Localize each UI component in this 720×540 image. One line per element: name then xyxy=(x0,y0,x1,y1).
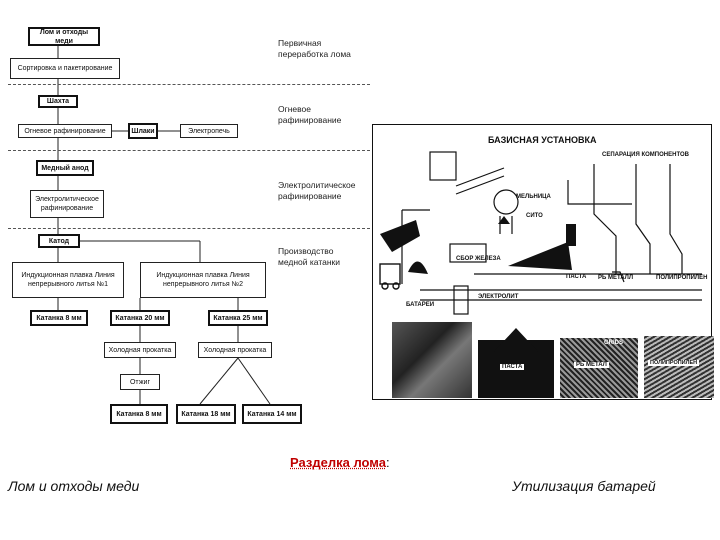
flowchart-connectors xyxy=(57,46,271,405)
photo-label-grids: GRIDS xyxy=(604,340,624,346)
node-rod-25: Катанка 25 мм xyxy=(208,310,268,326)
node-rod-20: Катанка 20 мм xyxy=(110,310,170,326)
node-shaft: Шахта xyxy=(38,95,78,108)
node-fire-refining: Огневое рафинирование xyxy=(18,124,112,138)
photo-label-paste: ПАСТА xyxy=(500,364,525,370)
label-batteries: БАТАРЕИ xyxy=(406,302,435,308)
node-cathode: Катод xyxy=(38,234,80,248)
stage-divider xyxy=(8,228,370,229)
caption-right: Утилизация батарей xyxy=(512,478,656,494)
label-mill: МЕЛЬНИЦА xyxy=(516,194,551,200)
node-cold-rolling-2: Холодная прокатка xyxy=(198,342,272,358)
node-electric-furnace: Электропечь xyxy=(180,124,238,138)
node-induction-2: Индукционная плавка Линия непрерывного л… xyxy=(140,262,266,298)
label-electrolyte: ЭЛЕКТРОЛИТ xyxy=(478,294,519,300)
node-electrolytic-refining: Электролитическое рафинирование xyxy=(30,190,104,218)
node-cold-rolling-1: Холодная прокатка xyxy=(104,342,176,358)
plant-title: БАЗИСНАЯ УСТАНОВКА xyxy=(488,135,597,145)
caption-center-colon: : xyxy=(385,455,390,470)
node-annealing: Отжиг xyxy=(120,374,160,390)
stage-electrolytic: Электролитическое рафинирование xyxy=(278,180,356,201)
label-sito: СИТО xyxy=(526,213,543,219)
stage-divider xyxy=(8,150,370,151)
label-paste: ПАСТА xyxy=(566,274,587,280)
photo-facility xyxy=(392,322,472,398)
node-copper-anode: Медный анод xyxy=(36,160,94,176)
node-out-18: Катанка 18 мм xyxy=(176,404,236,424)
stage-divider xyxy=(8,84,370,85)
stage-primary: Первичная переработка лома xyxy=(278,38,351,59)
caption-center: Разделка лома: xyxy=(290,455,390,470)
photo-polypropylene: ПОЛИПРОПИЛЕН xyxy=(644,336,714,398)
node-rod-8: Катанка 8 мм xyxy=(30,310,88,326)
node-slags: Шлаки xyxy=(128,123,158,139)
photo-label-polypropylene: ПОЛИПРОПИЛЕН xyxy=(648,360,700,366)
node-induction-1: Индукционная плавка Линия непрерывного л… xyxy=(12,262,124,298)
photo-label-pb-metal: PЬ МЕТАЛ xyxy=(574,362,609,368)
node-scrap: Лом и отходы меди xyxy=(28,27,100,46)
caption-left: Лом и отходы меди xyxy=(8,478,140,494)
node-sorting: Сортировка и пакетирование xyxy=(10,58,120,79)
photo-grids: GRIDS PЬ МЕТАЛ xyxy=(560,338,638,398)
stage-fire: Огневое рафинирование xyxy=(278,104,342,125)
label-separation: СЕПАРАЦИЯ КОМПОНЕНТОВ xyxy=(602,152,689,158)
caption-center-title: Разделка лома xyxy=(290,455,386,470)
node-out-8: Катанка 8 мм xyxy=(110,404,168,424)
stage-rod-production: Производство медной катанки xyxy=(278,246,341,267)
node-out-14: Катанка 14 мм xyxy=(242,404,302,424)
label-pb-metal: PЬ МЕТАЛЛ xyxy=(598,275,634,281)
label-polypropylene: ПОЛИПРОПИЛЕН xyxy=(656,275,708,281)
label-iron-collection: СБОР ЖЕЛЕЗА xyxy=(456,256,501,262)
photo-paste: ПАСТА xyxy=(478,328,554,398)
